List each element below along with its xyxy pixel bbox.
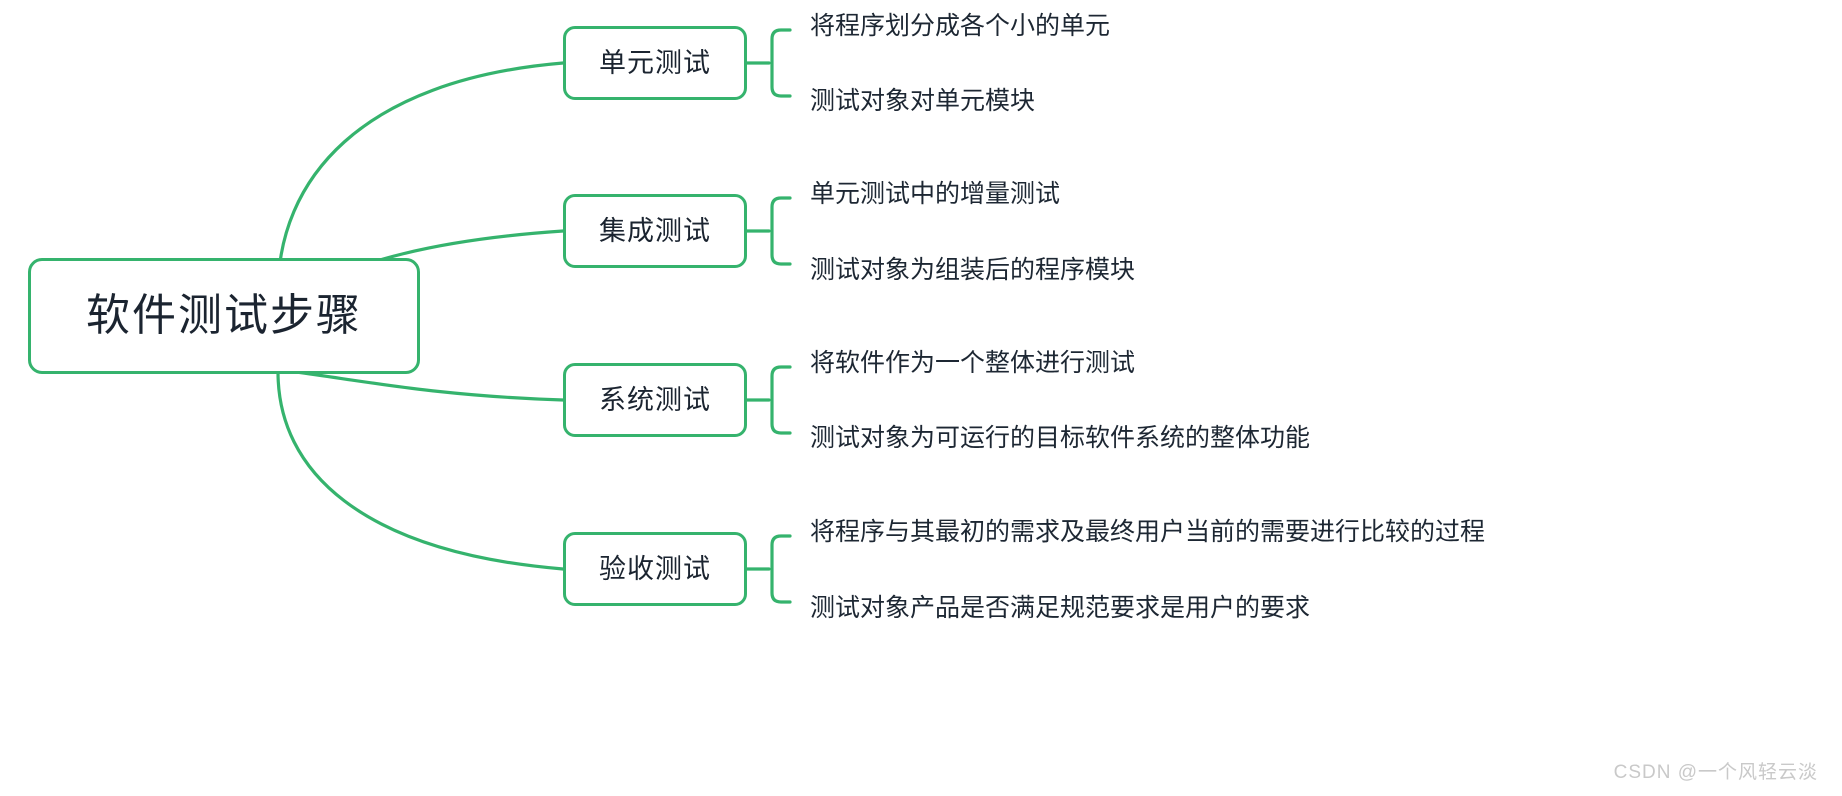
branch-node-unit-test[interactable]: 单元测试 — [563, 26, 747, 100]
root-node-label: 软件测试步骤 — [86, 291, 362, 340]
leaf-node[interactable]: 测试对象为可运行的目标软件系统的整体功能 — [810, 424, 1311, 452]
leaf-node[interactable]: 将程序划分成各个小的单元 — [810, 12, 1111, 40]
branch-node-label: 集成测试 — [599, 215, 711, 246]
edge-branch-4-bracket — [770, 534, 792, 604]
edge-branch-3-bracket — [770, 365, 792, 435]
edge-root-to-branch-3 — [294, 370, 565, 402]
leaf-node[interactable]: 将软件作为一个整体进行测试 — [810, 349, 1136, 377]
branch-node-acceptance-test[interactable]: 验收测试 — [563, 532, 747, 606]
leaf-node[interactable]: 测试对象产品是否满足规范要求是用户的要求 — [810, 594, 1311, 622]
leaf-node[interactable]: 测试对象对单元模块 — [810, 87, 1036, 115]
branch-node-label: 单元测试 — [599, 47, 711, 78]
branch-node-system-test[interactable]: 系统测试 — [563, 363, 747, 437]
edge-branch-1-bracket — [770, 28, 792, 98]
branch-node-label: 验收测试 — [599, 553, 711, 584]
leaf-node[interactable]: 单元测试中的增量测试 — [810, 180, 1061, 208]
branch-node-label: 系统测试 — [599, 384, 711, 415]
branch-node-integration-test[interactable]: 集成测试 — [563, 194, 747, 268]
watermark: CSDN @一个风轻云淡 — [1613, 762, 1818, 783]
root-node[interactable]: 软件测试步骤 — [28, 258, 420, 374]
leaf-node[interactable]: 将程序与其最初的需求及最终用户当前的需要进行比较的过程 — [810, 518, 1486, 546]
leaf-node[interactable]: 测试对象为组装后的程序模块 — [810, 256, 1136, 284]
edge-root-to-branch-4 — [276, 370, 565, 571]
edge-branch-2-bracket — [770, 196, 792, 266]
